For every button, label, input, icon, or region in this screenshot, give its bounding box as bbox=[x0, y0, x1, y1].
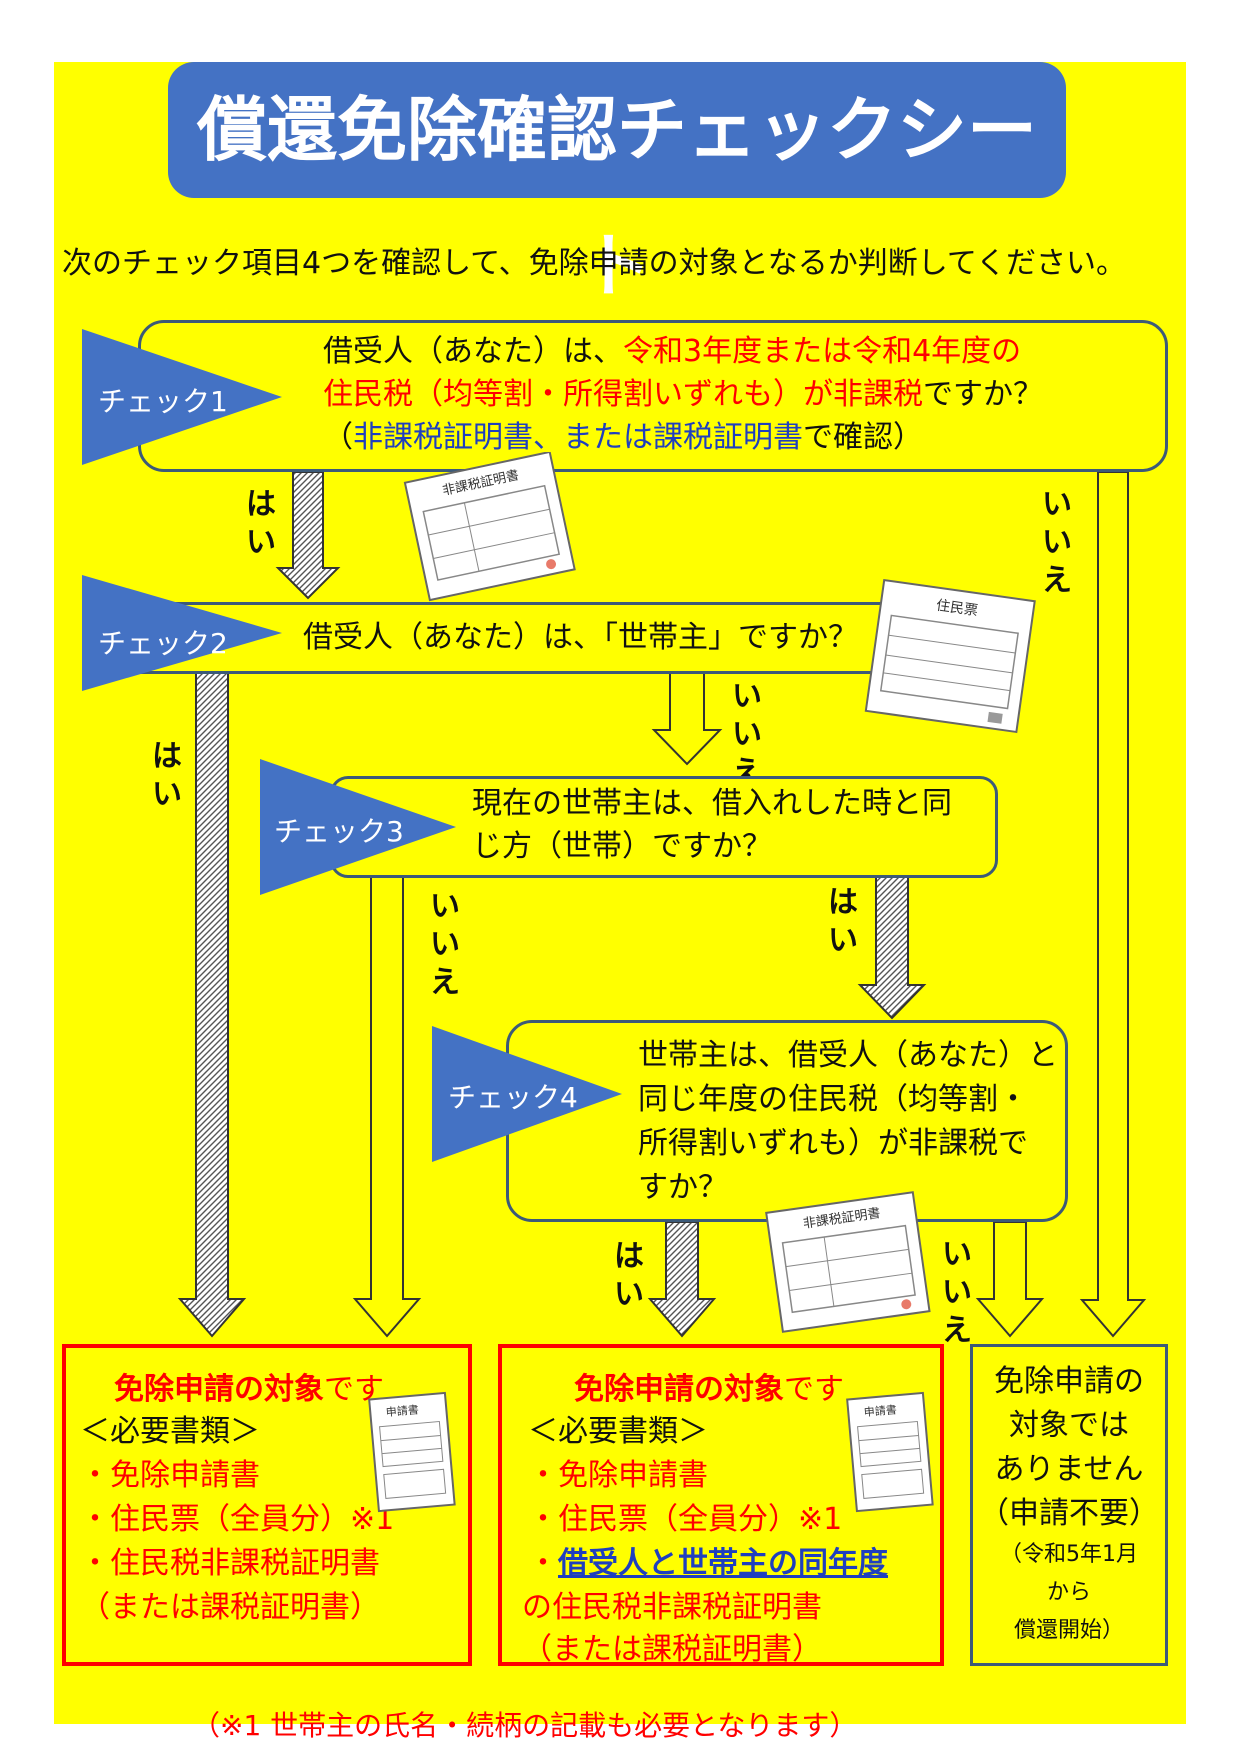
result1-heading-a: 免除申請の対象 bbox=[114, 1372, 324, 1407]
result1-item2: ・住民票（全員分）※1 bbox=[80, 1502, 395, 1537]
check4-triangle bbox=[432, 1026, 622, 1162]
check2-question: 借受人（あなた）は、「世帯主」ですか？ bbox=[303, 620, 858, 655]
arrow-c3-no bbox=[352, 876, 422, 1338]
result3-text: 免除申請の 対象では ありません （申請不要） （令和5年1月 から 償還開始） bbox=[976, 1360, 1162, 1650]
result2-item5: （または課税証明書） bbox=[522, 1632, 822, 1667]
result2-item3: ・借受人と世帯主の同年度 bbox=[528, 1538, 888, 1582]
check3-line2: じ方（世帯）ですか？ bbox=[472, 829, 772, 864]
answer-c3-no: いいえ bbox=[430, 889, 460, 1000]
result1-item1: ・免除申請書 bbox=[80, 1458, 260, 1493]
check1-triangle bbox=[82, 329, 282, 465]
check1-line3-c: で確認） bbox=[803, 420, 923, 455]
check1-line1-b: 令和3年度または令和4年度の bbox=[623, 334, 1022, 369]
result2-item4: の住民税非課税証明書 bbox=[522, 1590, 822, 1625]
check2-label: チェック2 bbox=[98, 627, 228, 660]
check1-question: 借受人（あなた）は、令和3年度または令和4年度の 住民税（均等割・所得割いずれも… bbox=[323, 332, 1043, 458]
page-title: 償還免除確認チェックシート bbox=[168, 62, 1066, 307]
check1-line3-a: （ bbox=[323, 420, 353, 455]
result2-heading-a: 免除申請の対象 bbox=[574, 1372, 784, 1407]
check1-box bbox=[138, 320, 1168, 472]
application-form-icon-2: 申請書 bbox=[846, 1391, 934, 1513]
answer-c4-no: いいえ bbox=[942, 1237, 972, 1348]
tax-certificate-icon-2: 非課税証明書 bbox=[765, 1191, 931, 1333]
result2-item1: ・免除申請書 bbox=[528, 1458, 708, 1493]
check4-label: チェック4 bbox=[448, 1081, 578, 1114]
result2-docs-heading: ＜必要書類＞ bbox=[528, 1414, 708, 1449]
result2-heading: 免除申請の対象です bbox=[574, 1364, 844, 1408]
answer-c3-yes: はい bbox=[828, 885, 858, 958]
check3-triangle bbox=[260, 759, 456, 895]
result1-item4: （または課税証明書） bbox=[80, 1590, 380, 1625]
answer-c4-yes: はい bbox=[614, 1239, 644, 1312]
result1-docs-heading: ＜必要書類＞ bbox=[80, 1414, 260, 1449]
result3-line6: から bbox=[1046, 1580, 1091, 1605]
result1-item3: ・住民税非課税証明書 bbox=[80, 1546, 380, 1581]
result3-line4: （申請不要） bbox=[979, 1496, 1159, 1531]
arrow-c2-no bbox=[651, 672, 723, 766]
resident-doc-title: 住民票 bbox=[935, 598, 979, 620]
arrow-c1-yes bbox=[275, 471, 341, 600]
arrow-c3-yes bbox=[857, 876, 927, 1020]
result2-item2: ・住民票（全員分）※1 bbox=[528, 1502, 843, 1537]
answer-c1-yes: はい bbox=[246, 487, 276, 560]
application-form-icon: 申請書 bbox=[368, 1391, 456, 1513]
result2-heading-b: です bbox=[784, 1372, 844, 1407]
result3-line5: （令和5年1月 bbox=[1000, 1542, 1138, 1567]
check1-line2-b: ですか？ bbox=[923, 377, 1043, 412]
arrow-c1-no bbox=[1079, 471, 1147, 1338]
result2-item3-a: ・ bbox=[528, 1546, 558, 1581]
check4-line3: 所得割いずれも）が非課税で bbox=[638, 1126, 1028, 1161]
arrow-c2-yes bbox=[177, 672, 247, 1338]
check1-line1-a: 借受人（あなた）は、 bbox=[323, 334, 623, 369]
result3-box bbox=[970, 1344, 1168, 1666]
arrow-c4-no bbox=[975, 1221, 1045, 1338]
check1-label: チェック1 bbox=[98, 385, 228, 418]
answer-c2-yes: はい bbox=[152, 739, 182, 812]
check4-question: 世帯主は、借受人（あなた）と 同じ年度の住民税（均等割・ 所得割いずれも）が非課… bbox=[638, 1034, 1058, 1210]
answer-c2-no: いいえ bbox=[732, 679, 762, 790]
intro-text: 次のチェック項目4つを確認して、免除申請の対象となるか判断してください。 bbox=[62, 246, 1126, 281]
arrow-c4-yes bbox=[647, 1221, 717, 1338]
result2-item3-b: 借受人と世帯主の同年度 bbox=[558, 1546, 888, 1581]
check4-box bbox=[506, 1020, 1068, 1222]
result1-heading: 免除申請の対象です bbox=[114, 1364, 384, 1408]
result3-line1: 免除申請の bbox=[994, 1364, 1144, 1399]
footnote: （※1 世帯主の氏名・続柄の記載も必要となります） bbox=[192, 1709, 858, 1742]
application-doc-title-2: 申請書 bbox=[863, 1402, 897, 1419]
result3-line7: 償還開始） bbox=[1013, 1618, 1124, 1643]
check4-line1: 世帯主は、借受人（あなた）と bbox=[638, 1038, 1058, 1073]
check3-label: チェック3 bbox=[274, 815, 404, 848]
result3-line3: ありません bbox=[994, 1452, 1144, 1487]
answer-c1-no: いいえ bbox=[1042, 487, 1072, 598]
check1-line2-a: 住民税（均等割・所得割いずれも）が非課税 bbox=[323, 377, 923, 412]
resident-record-icon: 住民票 bbox=[864, 578, 1036, 734]
application-doc-title: 申請書 bbox=[385, 1402, 419, 1419]
check4-line2: 同じ年度の住民税（均等割・ bbox=[638, 1082, 1028, 1117]
tax-certificate-icon: 非課税証明書 bbox=[403, 452, 576, 602]
check1-line3-b: 非課税証明書、または課税証明書 bbox=[353, 420, 803, 455]
result3-line2: 対象では bbox=[1009, 1408, 1129, 1443]
check2-triangle bbox=[82, 575, 282, 691]
check3-line1: 現在の世帯主は、借入れした時と同 bbox=[472, 786, 952, 821]
check4-line4: すか？ bbox=[638, 1170, 728, 1205]
check3-question: 現在の世帯主は、借入れした時と同 じ方（世帯）ですか？ bbox=[472, 784, 952, 867]
